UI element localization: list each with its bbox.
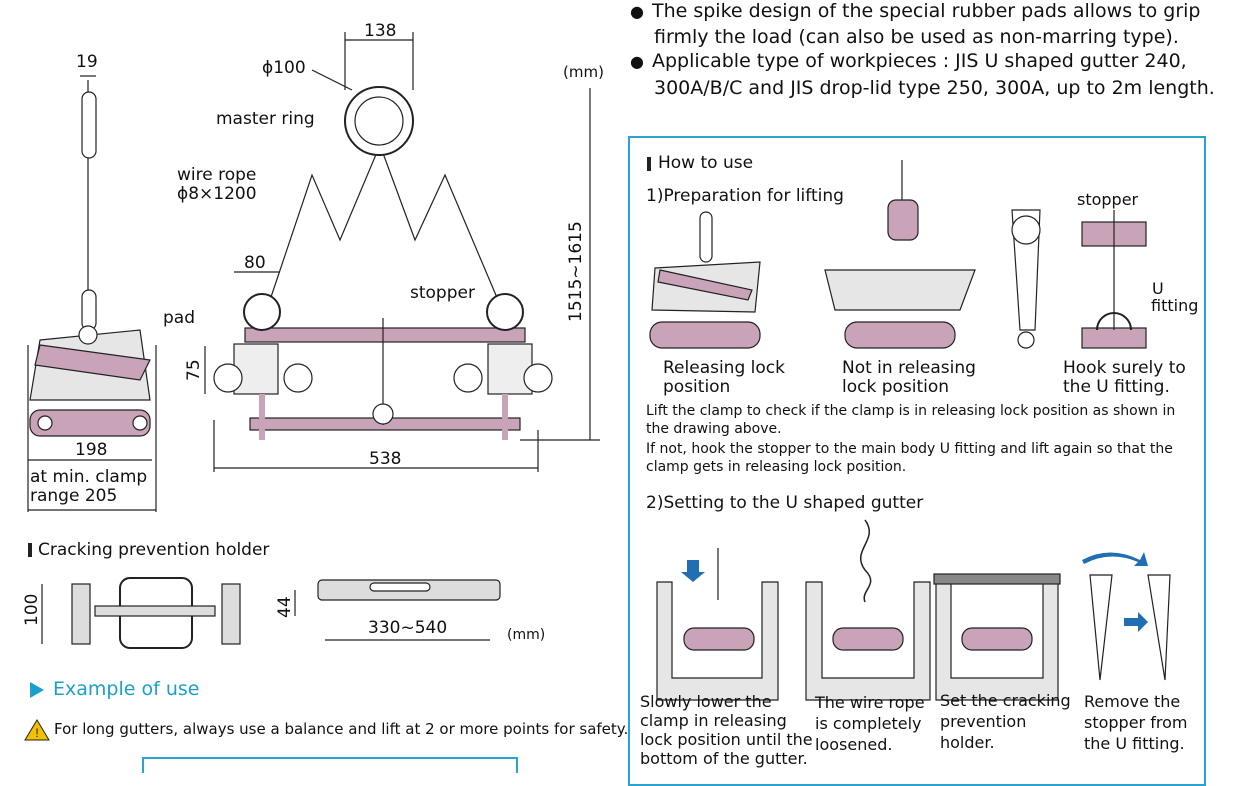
caption-hook-2: the U fitting. bbox=[1063, 377, 1170, 397]
caption-a-1: Slowly lower the bbox=[640, 692, 772, 711]
holder-dim-100: 100 bbox=[22, 593, 42, 626]
wire-rope-label: wire rope bbox=[177, 165, 257, 185]
caption-c-3: holder. bbox=[940, 733, 995, 752]
how-to-use-title: How to use bbox=[658, 153, 754, 173]
holder-dim-range: 330~540 bbox=[368, 618, 448, 638]
caption-a-4: bottom of the gutter. bbox=[640, 749, 808, 768]
para2-line2: clamp gets in releasing lock position. bbox=[646, 459, 907, 475]
holder-title: Cracking prevention holder bbox=[38, 540, 270, 560]
step1-title: 1)Preparation for lifting bbox=[646, 186, 844, 206]
phi100-label: ϕ100 bbox=[262, 58, 306, 78]
caption-b-1: The wire rope bbox=[815, 693, 925, 712]
para2-line1: If not, hook the stopper to the main bod… bbox=[646, 441, 1173, 457]
dim-198: 198 bbox=[75, 440, 108, 460]
caption-d-3: the U fitting. bbox=[1084, 734, 1185, 753]
dim-80: 80 bbox=[244, 253, 266, 273]
para1-line2: the drawing above. bbox=[646, 421, 782, 437]
caption-b-3: loosened. bbox=[815, 735, 893, 754]
fitting-label: fitting bbox=[1151, 296, 1199, 315]
holder-dim-44: 44 bbox=[275, 596, 295, 618]
step2-title: 2)Setting to the U shaped gutter bbox=[646, 493, 924, 513]
caption-d-2: stopper from bbox=[1084, 713, 1188, 732]
example-title: Example of use bbox=[53, 678, 200, 700]
mm-unit: (mm) bbox=[563, 63, 604, 81]
caption-a-2: clamp in releasing bbox=[640, 711, 787, 730]
wire-rope-spec: ϕ8×1200 bbox=[177, 184, 257, 204]
caption-hook-1: Hook surely to bbox=[1063, 358, 1186, 378]
triangle-right-icon bbox=[30, 682, 44, 698]
dim-75: 75 bbox=[184, 359, 204, 381]
master-ring-label: master ring bbox=[216, 109, 315, 129]
bullet-1-line1: The spike design of the special rubber p… bbox=[630, 0, 1201, 22]
holder-mm-unit: (mm) bbox=[507, 627, 546, 643]
bullet-1-line2: firmly the load (can also be used as non… bbox=[654, 26, 1179, 48]
caption-not-1: Not in releasing bbox=[842, 358, 976, 378]
svg-text:!: ! bbox=[35, 726, 38, 740]
caption-a-3: lock position until the bbox=[640, 730, 813, 749]
caption-c-1: Set the cracking bbox=[940, 691, 1071, 710]
stopper-label: stopper bbox=[410, 283, 475, 303]
caption-d-1: Remove the bbox=[1084, 692, 1181, 711]
caption-c-2: prevention bbox=[940, 712, 1027, 731]
dim-138: 138 bbox=[364, 21, 397, 41]
caption-releasing-2: position bbox=[663, 377, 731, 397]
min-clamp-line1: at min. clamp bbox=[30, 467, 148, 487]
u-label: U bbox=[1152, 279, 1164, 298]
dim-height: 1515~1615 bbox=[566, 221, 586, 322]
warning-triangle-icon bbox=[24, 719, 50, 741]
warning-text: For long gutters, always use a balance a… bbox=[54, 720, 629, 738]
pad-label: pad bbox=[163, 308, 195, 328]
caption-not-2: lock position bbox=[842, 377, 950, 397]
caption-releasing-1: Releasing lock bbox=[663, 358, 785, 378]
caption-b-2: is completely bbox=[815, 714, 922, 733]
bullet-2-line2: 300A/B/C and JIS drop-lid type 250, 300A… bbox=[654, 77, 1215, 99]
stopper-callout: stopper bbox=[1077, 190, 1139, 209]
dim-19: 19 bbox=[76, 52, 98, 72]
dim-538: 538 bbox=[369, 449, 402, 469]
para1-line1: Lift the clamp to check if the clamp is … bbox=[646, 403, 1176, 419]
bullet-2-line1: Applicable type of workpieces : JIS U sh… bbox=[630, 50, 1187, 72]
min-clamp-line2: range 205 bbox=[30, 486, 118, 506]
